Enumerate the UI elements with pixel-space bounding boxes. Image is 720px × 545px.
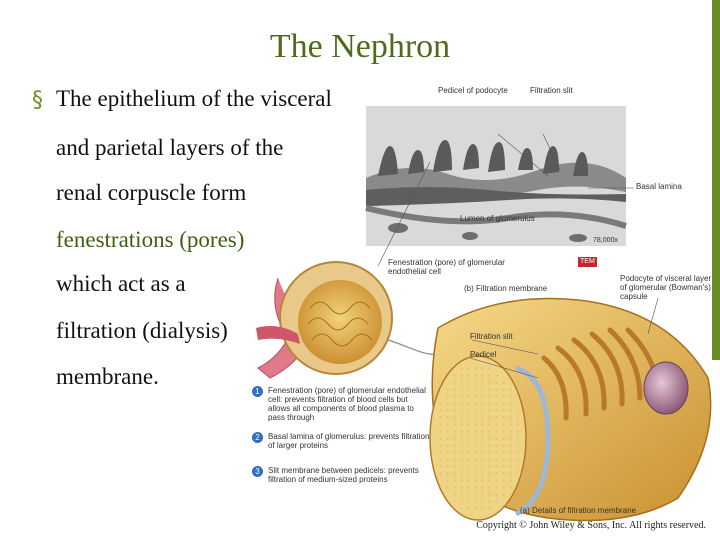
- label-fenestration: Fenestration (pore) of glomerular endoth…: [388, 258, 505, 276]
- body-line-7: membrane.: [56, 364, 159, 389]
- legend-number-2: 2: [252, 432, 263, 443]
- label-basal-lamina: Basal lamina: [636, 182, 682, 191]
- filtration-membrane-detail: [429, 297, 712, 522]
- label-magnification: 78,000x: [593, 237, 618, 244]
- legend-number-3: 3: [252, 466, 263, 477]
- body-line-2: and parietal layers of the: [56, 135, 284, 160]
- figure-illustration: [256, 106, 712, 522]
- legend-text-3: Slit membrane between pedicels: prevents…: [268, 466, 419, 484]
- label-filtration-slit-top: Filtration slit: [530, 86, 573, 95]
- legend-text-2: Basal lamina of glomerulus: prevents fil…: [268, 432, 430, 450]
- label-lumen-of-glomerulus: Lumen of glomerulus: [460, 214, 535, 223]
- label-pedicel: Pedicel: [470, 350, 497, 359]
- caption-details-of-filtration-membrane: (a) Details of filtration membrane: [520, 506, 637, 515]
- caption-filtration-membrane: (b) Filtration membrane: [464, 284, 548, 293]
- body-line-1: The epithelium of the visceral: [56, 86, 332, 111]
- label-filtration-slit: Filtration slit: [470, 332, 513, 341]
- body-line-5: which act as a: [56, 271, 186, 296]
- filtration-membrane-figure: Pedicel of podocyte Filtration slit Basa…: [248, 78, 720, 540]
- copyright-notice: Copyright © John Wiley & Sons, Inc. All …: [476, 520, 706, 531]
- legend-text-1: Fenestration (pore) of glomerular endoth…: [268, 386, 426, 422]
- body-line-6: filtration (dialysis): [56, 318, 228, 343]
- label-pedicel-of-podocyte: Pedicel of podocyte: [438, 86, 508, 95]
- body-line-3: renal corpuscle form: [56, 180, 247, 205]
- body-line-highlight: fenestrations (pores): [56, 227, 245, 252]
- tem-badge: TEM: [578, 257, 597, 267]
- accent-bar: [712, 0, 720, 360]
- slide-title: The Nephron: [269, 28, 451, 65]
- glomerulus-illustration: [256, 261, 442, 379]
- tem-micrograph: [365, 106, 634, 267]
- label-podocyte: Podocyte of visceral layer of glomerular…: [620, 274, 712, 301]
- legend-number-1: 1: [252, 386, 263, 397]
- bullet-marker: §: [32, 88, 43, 113]
